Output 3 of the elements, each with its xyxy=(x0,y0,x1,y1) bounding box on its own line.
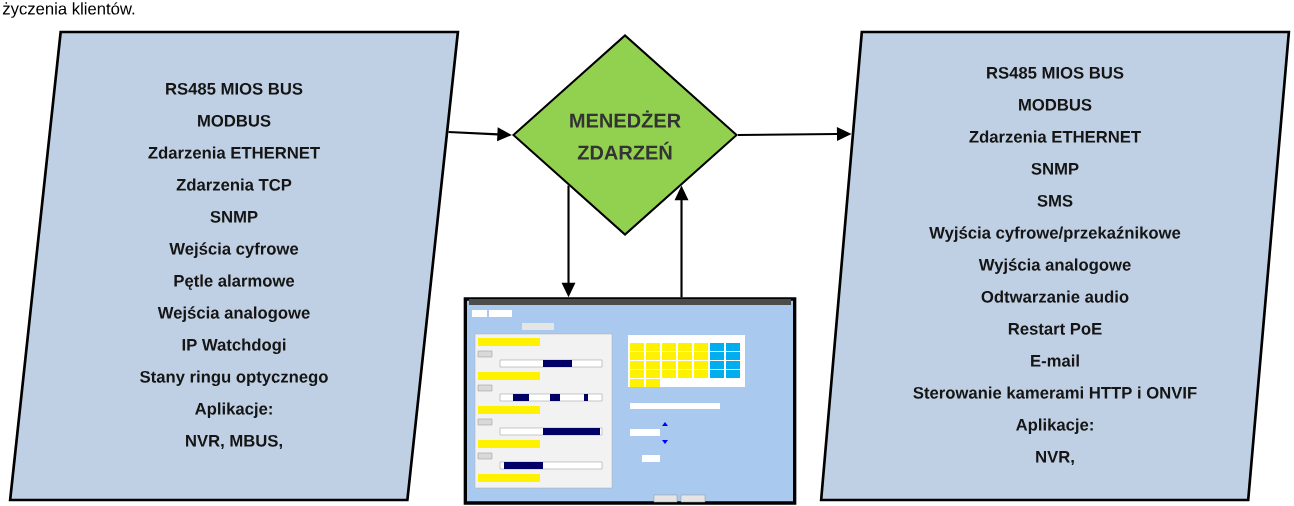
list-box: RS485 MIOS BUS MODBUS Zdarzenia ETHERNET SNMP SMS Wyjścia cyfrowe/przekaźnikowe Wyjścia analogowe Odtwarzanie audio Restart PoE E-mail Sterowanie kamerami HTTP i ONVIF Aplikacje: NVR, xyxy=(819,30,1291,502)
screenshot-drawing xyxy=(463,297,797,505)
list-box: RS485 MIOS BUS MODBUS Zdarzenia ETHERNET Zdarzenia TCP SNMP Wejścia cyfrowe Pętle alarmowe Wejścia analogowe IP Watchdogi Stany ringu optycznego Aplikacje: NVR, MBUS, xyxy=(8,30,460,502)
